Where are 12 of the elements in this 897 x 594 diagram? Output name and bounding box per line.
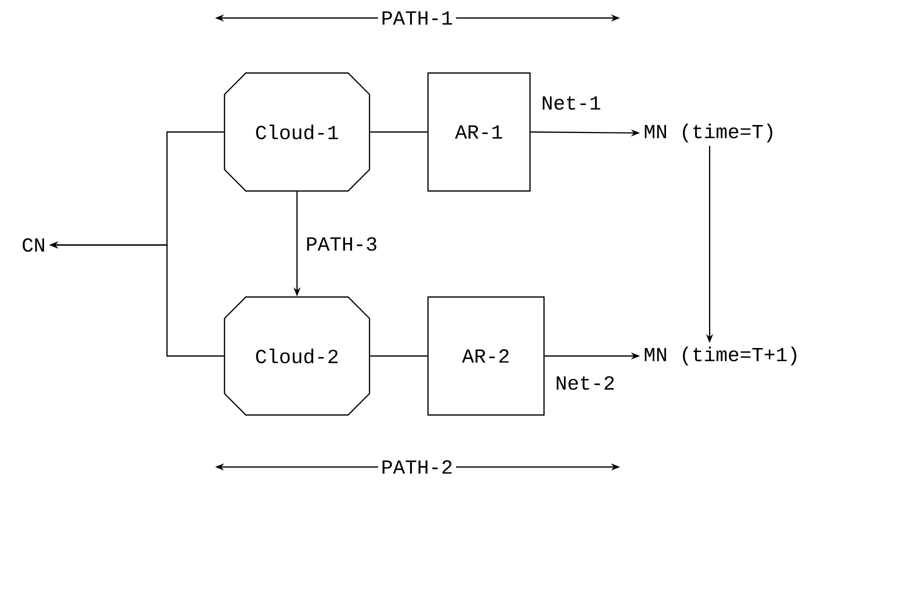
router-box: AR-2 (427, 296, 545, 416)
cloud-box: Cloud-2 (224, 296, 370, 416)
path-label: PATH-2 (378, 457, 456, 477)
node-label: MN (time=T) (644, 124, 772, 142)
network-label: Net-1 (542, 96, 600, 110)
edge-label: PATH-3 (304, 235, 380, 253)
router-box: AR-1 (427, 72, 531, 192)
node-label: CN (22, 238, 44, 252)
network-label: Net-2 (556, 376, 614, 390)
node-label: MN (time=T+1) (644, 346, 796, 366)
cloud-box: Cloud-1 (224, 72, 370, 192)
path-label: PATH-1 (378, 8, 456, 28)
